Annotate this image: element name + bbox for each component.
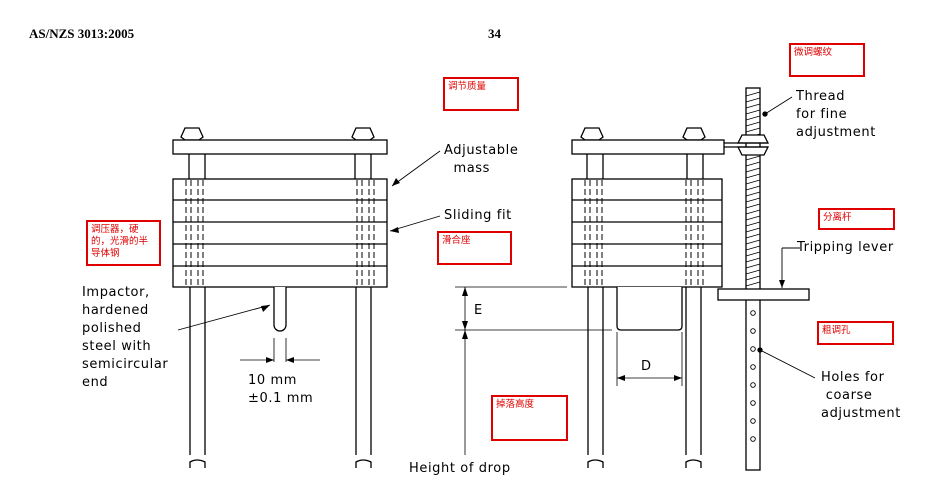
mass-stack-left: [172, 178, 388, 288]
label-d: D: [641, 359, 652, 374]
nut-right-2: [682, 127, 706, 141]
label-tripping-lever: Tripping lever: [797, 240, 894, 255]
annotation-sliding-seat: 滑合座: [437, 231, 512, 265]
impactor: [273, 287, 287, 332]
mass-stack-right: [571, 178, 723, 288]
label-height-of-drop: Height of drop: [409, 461, 511, 476]
nut-left-1: [180, 127, 204, 141]
striker-block: [616, 287, 683, 331]
label-adjustable-mass: Adjustable mass: [444, 143, 519, 176]
annotation-drop-height: 掉落高度: [491, 395, 568, 441]
label-e: E: [474, 303, 483, 318]
page-number: 34: [488, 26, 501, 41]
label-dimension: 10 mm ±0.1 mm: [248, 373, 314, 406]
threaded-rod: [745, 87, 761, 471]
label-holes: Holes for coarse adjustment: [821, 370, 901, 421]
nut-left-2: [351, 127, 375, 141]
standard-id: AS/NZS 3013:2005: [29, 26, 135, 41]
annotation-tripping-lever: 分离杆: [818, 208, 895, 230]
annotation-impactor: 调压器，硬的，光滑的半导体钢: [86, 220, 161, 266]
nut-right-1: [580, 127, 604, 141]
top-plate-right: [571, 139, 725, 155]
label-sliding-fit: Sliding fit: [444, 208, 512, 223]
annotation-adjust-mass: 调节质量: [443, 77, 519, 111]
coarse-holes: [750, 310, 756, 442]
tripping-lever: [717, 288, 810, 301]
annotation-fine-thread: 微调螺纹: [789, 43, 865, 77]
annotation-coarse-holes: 粗调孔: [817, 321, 894, 345]
top-plate-left: [172, 139, 388, 155]
label-thread: Thread for fine adjustment: [796, 89, 876, 140]
label-impactor: Impactor, hardened polished steel with s…: [82, 285, 169, 390]
